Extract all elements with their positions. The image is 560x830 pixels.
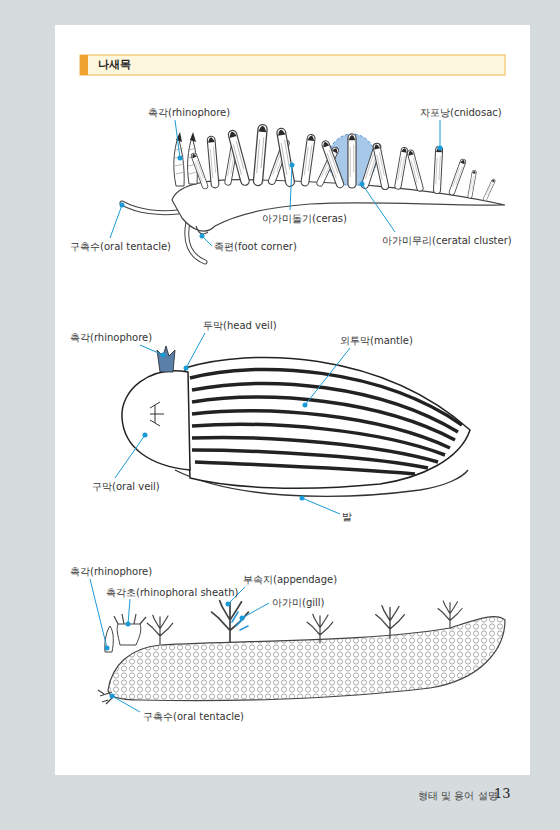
part-label: 촉각초(rhinophoral sheath)	[106, 586, 238, 599]
section-title: 나새목	[98, 58, 131, 72]
footer-text: 형태 및 용어 설명	[418, 789, 498, 802]
part-label: 족편(foot corner)	[214, 240, 297, 253]
part-label: 자포낭(cnidosac)	[420, 106, 502, 119]
part-label: 촉각(rhinophore)	[148, 106, 230, 119]
part-label: 부속지(appendage)	[243, 573, 337, 586]
part-label: 구막(oral veil)	[92, 480, 160, 493]
part-label: 발	[342, 510, 352, 523]
part-label: 외투막(mantle)	[340, 334, 413, 347]
part-label: 두막(head veil)	[203, 319, 277, 332]
part-label: 아가미(gill)	[272, 596, 325, 609]
part-label: 촉각(rhinophore)	[70, 331, 152, 344]
page-number: 13	[494, 786, 511, 802]
part-label: 아가미돌기(ceras)	[262, 212, 347, 225]
part-label: 구촉수(oral tentacle)	[143, 710, 244, 723]
part-label: 촉각(rhinophore)	[70, 565, 152, 578]
part-label: 구촉수(oral tentacle)	[70, 240, 171, 253]
part-label: 아가미무리(ceratal cluster)	[382, 234, 512, 247]
